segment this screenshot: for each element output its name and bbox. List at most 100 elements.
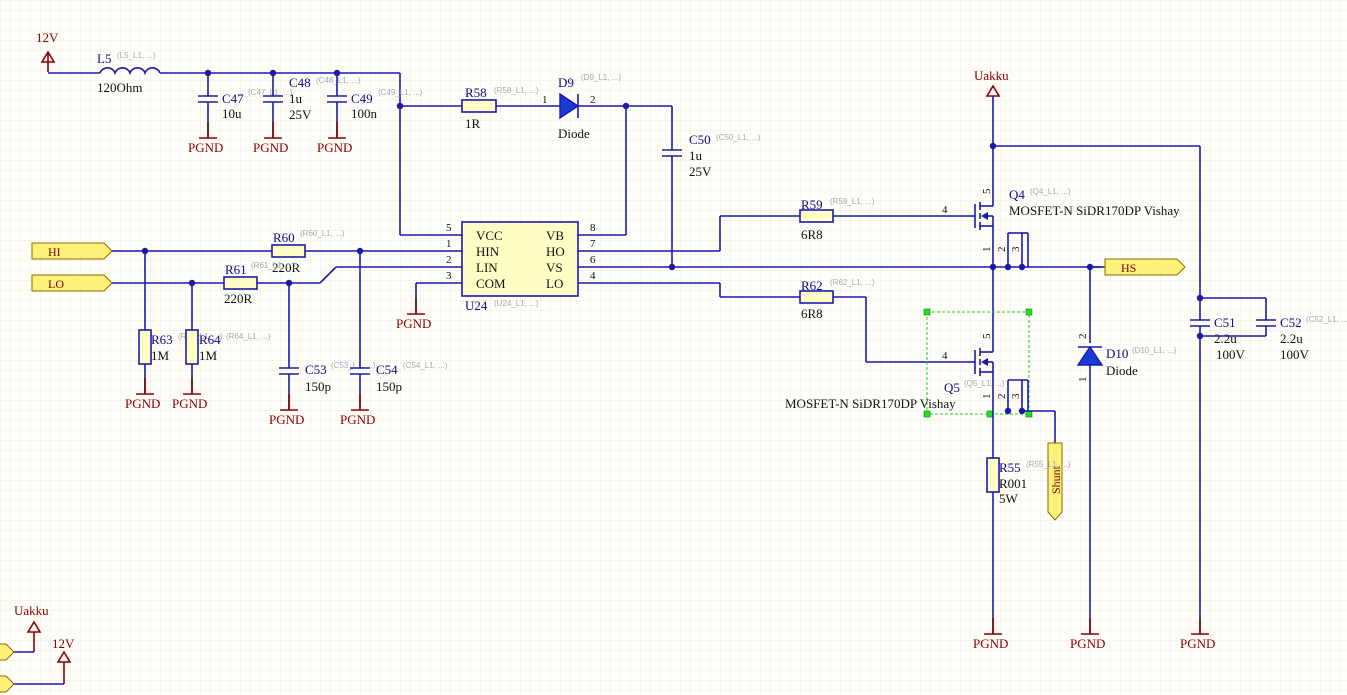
- selection-box-Q5[interactable]: [923, 308, 1033, 418]
- resistor-R64[interactable]: R64 (R64_L1, ...) 1M PGND: [172, 283, 271, 411]
- pgnd-C49: PGND: [317, 140, 352, 155]
- R59-ghost: (R59_L1, ...): [830, 197, 875, 206]
- capacitor-C50[interactable]: C50 (C50_L1, ...) 1u 25V: [662, 132, 761, 179]
- capacitor-C48[interactable]: C48 (C48_L1, ...) 1u 25V PGND: [253, 73, 361, 155]
- R64-ref: R64: [199, 332, 221, 347]
- port-HI[interactable]: HI: [31, 242, 113, 260]
- C50-voltage: 25V: [689, 164, 712, 179]
- inductor-L5[interactable]: L5 (L5_L1, ...) 120Ohm: [97, 51, 161, 95]
- port-LO[interactable]: LO: [31, 274, 113, 292]
- R60-value: 220R: [272, 260, 301, 275]
- capacitor-C51[interactable]: C51 2.2u 100V: [1190, 298, 1246, 362]
- mosfet-Q4[interactable]: 5 1 2 3 Q4 (Q4_L1, ...) MOSFET-N SiDR170…: [967, 180, 1180, 267]
- R62-value: 6R8: [801, 306, 823, 321]
- net-uakku-bottom[interactable]: Uakku: [12, 603, 49, 653]
- U24-pin-HIN: HIN: [476, 244, 500, 259]
- port-stub-uakku[interactable]: [0, 643, 15, 661]
- Q4-pin3: 3: [1010, 246, 1022, 252]
- U24-num-1: 1: [446, 238, 452, 250]
- Q5-pin4: 4: [942, 350, 948, 362]
- R59-value: 6R8: [801, 227, 823, 242]
- pgnd-D10-label: PGND: [1070, 636, 1105, 651]
- U24-num-4: 4: [590, 270, 596, 282]
- U24-ref: U24: [465, 298, 488, 313]
- capacitor-C53[interactable]: C53 (C53_L1, ...) 150p PGND: [269, 283, 376, 427]
- R55-ghost: (R55_L1, ...): [1026, 460, 1071, 469]
- R58-ghost: (R58_L1, ...): [494, 86, 539, 95]
- C50-ghost: (C50_L1, ...): [716, 133, 761, 142]
- R61-ref: R61: [225, 262, 247, 277]
- capacitor-C47[interactable]: C47 (C47_L1, ...) 10u PGND: [188, 73, 293, 155]
- C49-value: 100n: [351, 106, 378, 121]
- Q5-ref: Q5: [944, 380, 960, 395]
- pgnd-C51: PGND: [1180, 617, 1215, 651]
- resistor-R62[interactable]: R62 (R62_L1, ...) 6R8: [799, 278, 875, 321]
- C48-value: 1u: [289, 91, 303, 106]
- port-HS[interactable]: HS: [1104, 258, 1186, 276]
- port-stub-12v[interactable]: [0, 675, 15, 693]
- C47-ref: C47: [222, 91, 244, 106]
- L5-value: 120Ohm: [97, 80, 143, 95]
- C52-ref: C52: [1280, 315, 1302, 330]
- diode-D10[interactable]: 2 1 D10 (D10_L1, ...) Diode: [1076, 334, 1177, 383]
- C53-ghost: (C53_L1, ...): [331, 361, 376, 370]
- pgnd-U24-label: PGND: [396, 316, 431, 331]
- C51-voltage: 100V: [1216, 347, 1246, 362]
- D10-pin2: 2: [1077, 334, 1089, 340]
- U24-pin-VCC: VCC: [476, 228, 503, 243]
- R61-value: 220R: [224, 291, 253, 306]
- R62-ghost: (R62_L1, ...): [830, 278, 875, 287]
- U24-pin-VB: VB: [546, 228, 564, 243]
- R64-value: 1M: [199, 348, 218, 363]
- R59-ref: R59: [801, 197, 823, 212]
- resistor-R59[interactable]: R59 (R59_L1, ...) 6R8: [799, 197, 875, 242]
- pgnd-C47: PGND: [188, 140, 223, 155]
- C48-ref: C48: [289, 75, 311, 90]
- mosfet-Q5[interactable]: 5 1 2 3 Q5 (Q5_L1, ...) MOSFET-N SiDR170…: [785, 333, 1029, 411]
- diode-D9[interactable]: D9 (D9_L1, ...) Diode: [558, 73, 621, 141]
- pgnd-C48: PGND: [253, 140, 288, 155]
- pgnd-C54: PGND: [340, 412, 375, 427]
- C49-ref: C49: [351, 91, 373, 106]
- resistor-R61[interactable]: R61 (R61_L1, ...) 220R: [223, 261, 296, 306]
- pgnd-C53: PGND: [269, 412, 304, 427]
- port-Shunt[interactable]: Shunt: [1047, 442, 1063, 521]
- D10-ghost: (D10_L1, ...): [1132, 346, 1177, 355]
- Q4-pin5: 5: [981, 188, 993, 194]
- Q5-pin2: 2: [996, 394, 1008, 400]
- U24-num-8: 8: [590, 222, 596, 234]
- Q5-value: MOSFET-N SiDR170DP Vishay: [785, 396, 956, 411]
- Q5-pin1: 1: [981, 394, 993, 400]
- D9-pin1: 1: [542, 94, 548, 106]
- C48-ghost: (C48_L1, ...): [316, 76, 361, 85]
- pgnd-R55: PGND: [973, 617, 1008, 651]
- ic-U24[interactable]: VCC HIN LIN COM VB HO VS LO 5 1 2 3 8 7 …: [446, 221, 596, 313]
- C52-voltage: 100V: [1280, 347, 1310, 362]
- pgnd-C51-label: PGND: [1180, 636, 1215, 651]
- C47-value: 10u: [222, 106, 242, 121]
- C51-value: 2.2u: [1214, 331, 1237, 346]
- net-12v-top[interactable]: 12V: [36, 30, 59, 72]
- Q5-ghost: (Q5_L1, ...): [964, 379, 1005, 388]
- capacitor-C54[interactable]: C54 (C54_L1, ...) 150p PGND: [340, 251, 448, 427]
- net-12v-bottom[interactable]: 12V: [12, 636, 75, 685]
- resistor-R55[interactable]: R55 (R55_L1, ...) R001 5W: [986, 457, 1071, 506]
- R61-ghost: (R61_L1, ...): [251, 261, 296, 270]
- Q4-ghost: (Q4_L1, ...): [1030, 187, 1071, 196]
- C48-voltage: 25V: [289, 107, 312, 122]
- resistor-R63[interactable]: R63 (R63_L1, ...) 1M PGND: [125, 251, 223, 411]
- D9-ref: D9: [558, 75, 574, 90]
- resistor-R58[interactable]: R58 (R58_L1, ...) 1R: [461, 85, 539, 131]
- pgnd-R64: PGND: [172, 396, 207, 411]
- U24-num-2: 2: [446, 254, 452, 266]
- C53-ref: C53: [305, 362, 327, 377]
- capacitor-C49[interactable]: C49 (C49_L1, ...) 100n PGND: [317, 73, 423, 155]
- L5-ghost: (L5_L1, ...): [117, 51, 156, 60]
- R62-ref: R62: [801, 278, 823, 293]
- Q4-pin4: 4: [942, 204, 948, 216]
- resistor-R60[interactable]: R60 (R60_L1, ...) 220R: [271, 229, 345, 275]
- capacitor-C52[interactable]: C52 (C52_L1, ...) 2.2u 100V: [1200, 298, 1347, 362]
- D10-value: Diode: [1106, 363, 1138, 378]
- Q4-pin1: 1: [981, 247, 993, 253]
